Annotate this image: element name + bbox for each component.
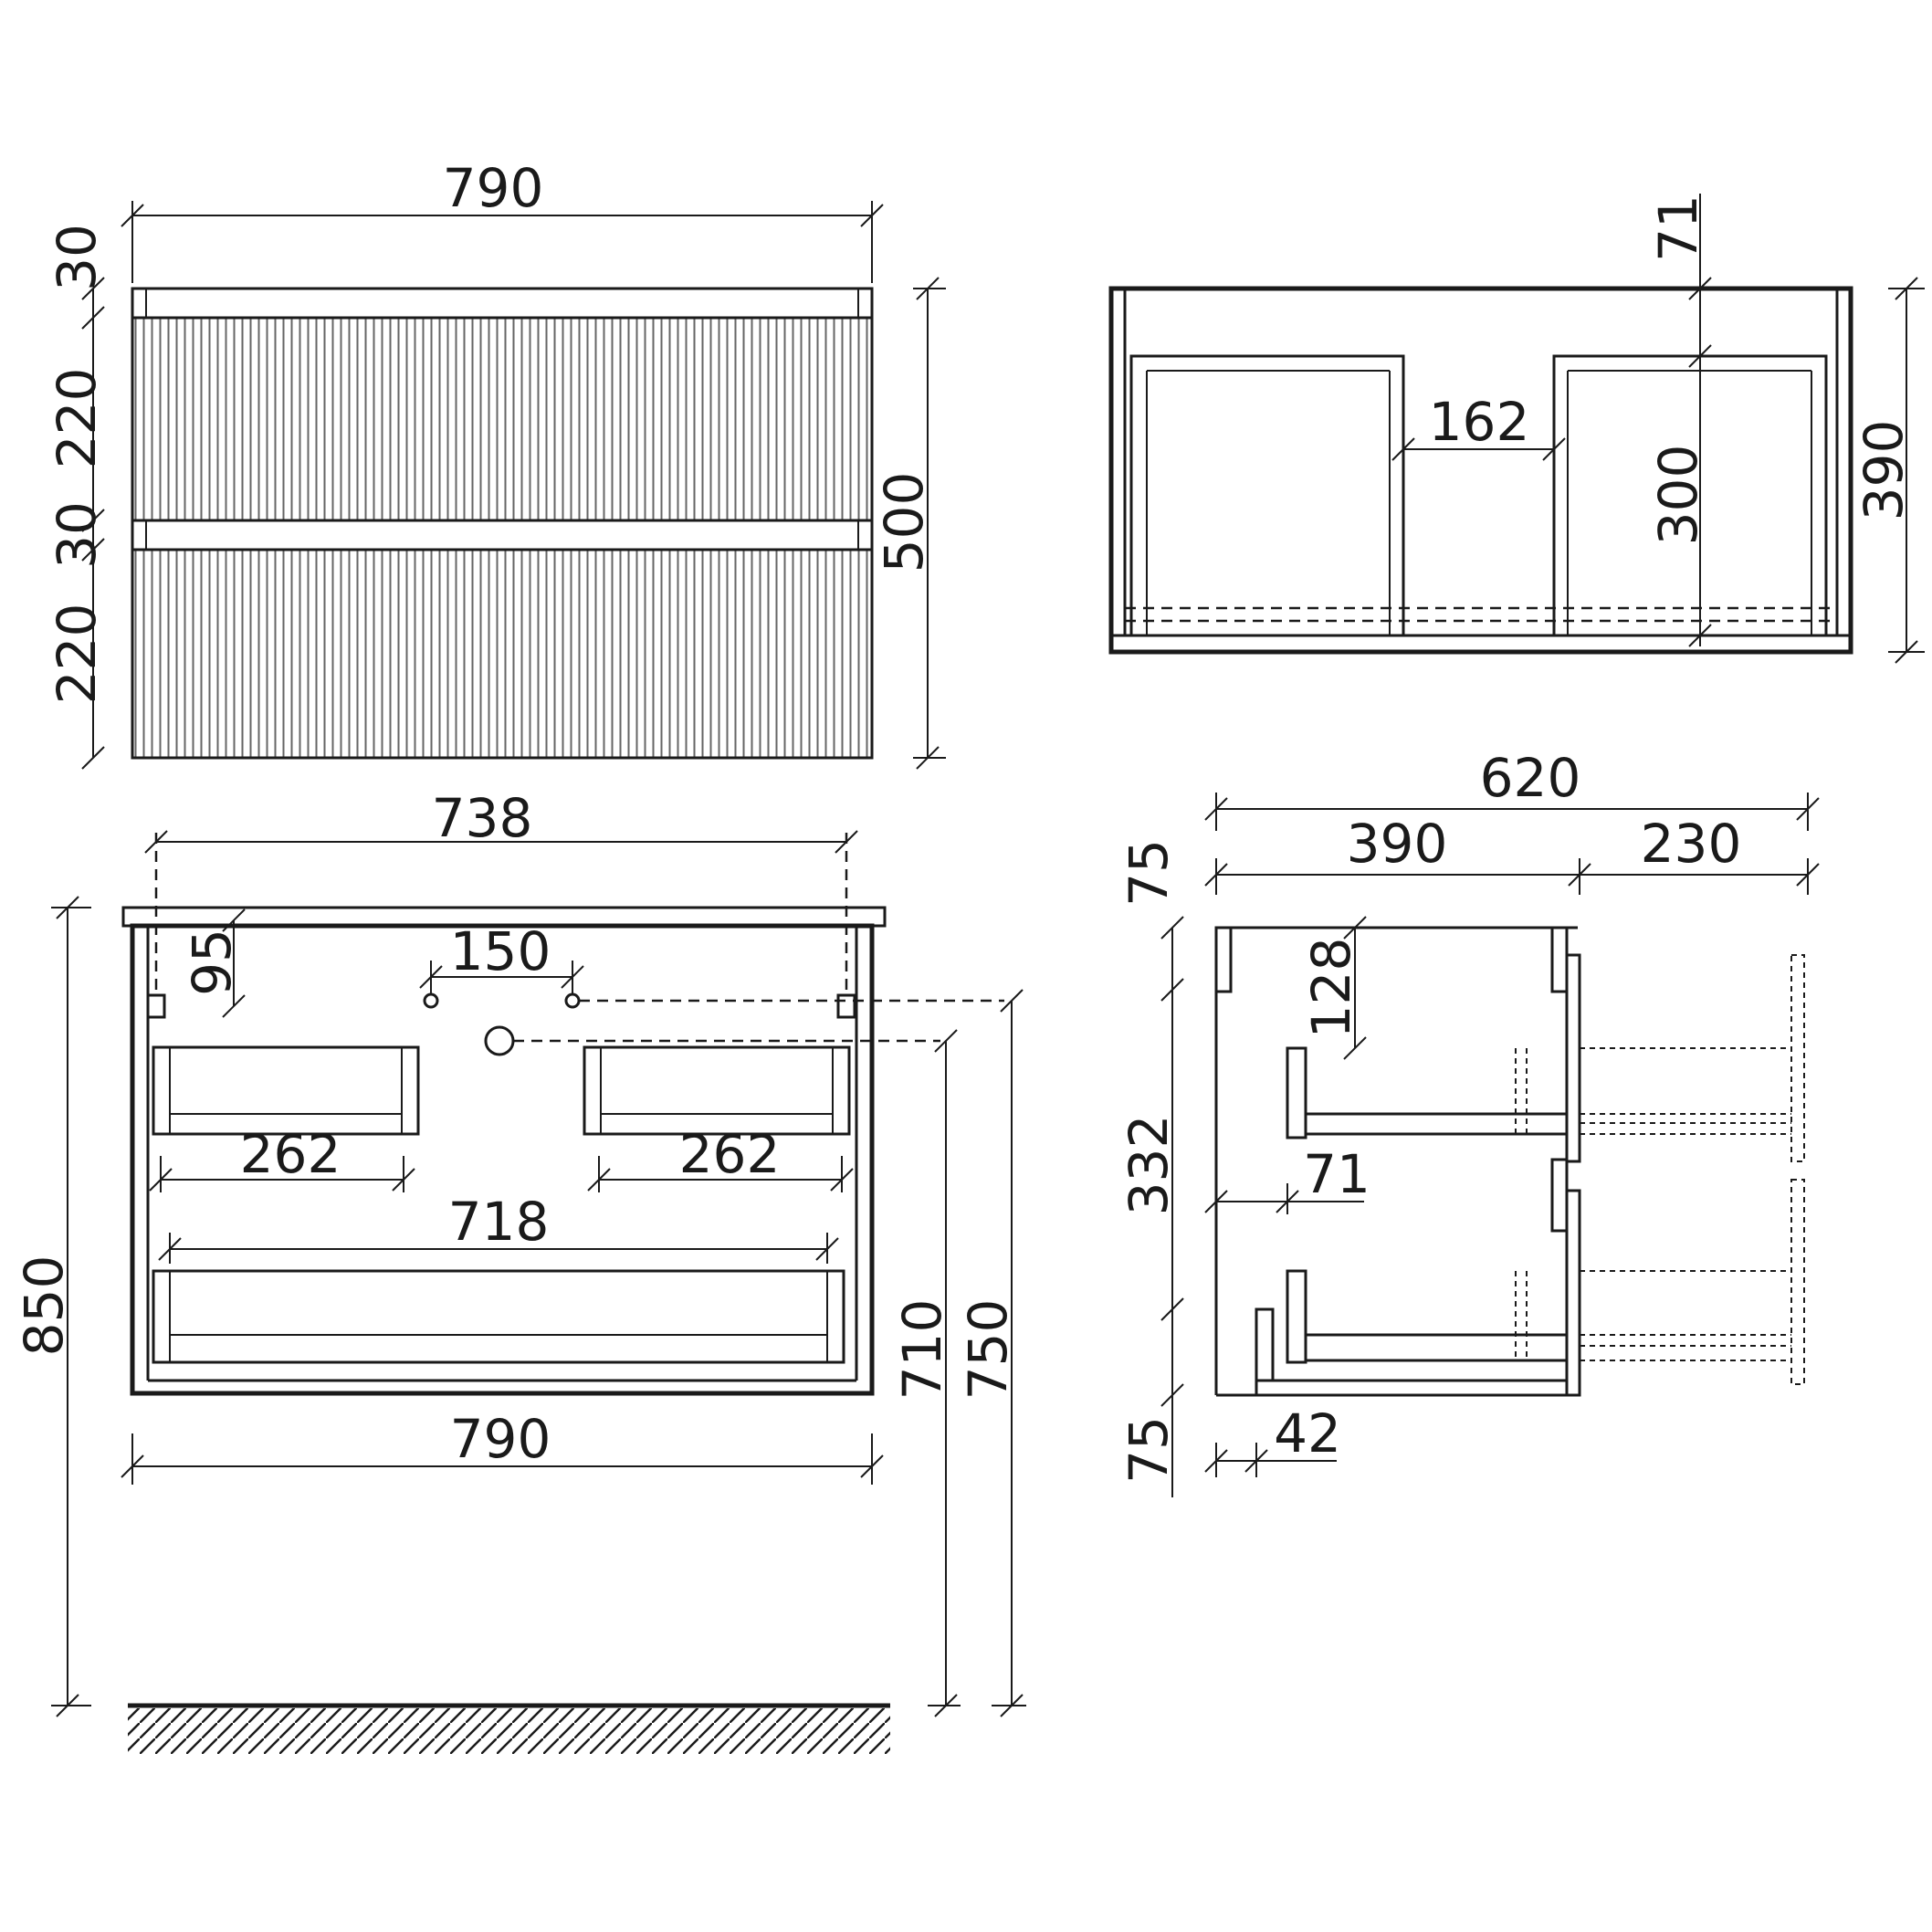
side-view: 620 390 230 128 75: [1118, 747, 1820, 1497]
front-view: 790 30 220 30 220 500: [46, 157, 946, 770]
dim-top-gap-1: 30: [46, 224, 108, 291]
dim-shelf-right-text: 262: [679, 1123, 781, 1185]
dim-rear-shelf-left: 262: [149, 1123, 415, 1192]
dim-drawer-2: 220: [46, 604, 108, 705]
dim-internal-gap-text: 162: [1429, 391, 1530, 453]
dim-side-depth-split: 390 230: [1204, 813, 1820, 895]
dim-shelf-left-text: 262: [240, 1123, 341, 1185]
dim-rear-mount-span: 738: [144, 787, 858, 997]
rear-drawer-box-left: [152, 1045, 420, 1136]
dim-bottom-shelf-text: 718: [448, 1191, 550, 1253]
dim-side-42: 42: [1204, 1402, 1341, 1477]
front-top-strip: [131, 287, 874, 320]
dim-mount-drop-text: 95: [181, 929, 243, 996]
dim-front-height: 500: [873, 277, 946, 770]
dim-drawer-1: 220: [46, 368, 108, 469]
top-drawer-right: [1552, 354, 1828, 637]
dim-front-width: 790: [121, 157, 884, 283]
dim-extension-text: 230: [1641, 813, 1742, 875]
dim-front-width-text: 790: [443, 157, 544, 219]
side-body: [1214, 926, 1581, 1397]
rear-drawer-box-bottom: [152, 1269, 845, 1364]
rear-mount-right: [836, 993, 856, 1019]
dim-rear-bottom-width: 790: [121, 1408, 884, 1485]
dim-top-75-text: 75: [1118, 839, 1180, 907]
dim-mount-span-text: 738: [432, 787, 533, 849]
dim-rear-shelf-right: 262: [587, 1123, 854, 1192]
dim-rear-floor-height: 850: [13, 896, 91, 1717]
dim-rear-750: 750: [957, 989, 1026, 1717]
dim-total-depth-text: 390: [1853, 420, 1915, 521]
dim-bottom-75-text: 75: [1118, 1416, 1180, 1484]
dim-floor-height-text: 850: [13, 1255, 75, 1357]
dim-top-gap-2: 30: [46, 501, 108, 569]
dim-front-left-stack: 30 220 30 220: [46, 224, 108, 770]
rear-hole-right: [564, 992, 581, 1009]
dim-rear-mount-drop: 95: [181, 908, 246, 1018]
dim-332-text: 332: [1118, 1115, 1180, 1216]
dim-side-total: 620: [1204, 747, 1820, 831]
front-drawer-lower: [131, 548, 874, 760]
dim-side-71: 71: [1204, 1143, 1370, 1214]
front-drawer-upper: [131, 316, 874, 522]
dim-side-128: 128: [1300, 916, 1367, 1060]
dim-rear-hole-spacing: 150: [419, 920, 584, 995]
dim-rear-offset-text: 71: [1647, 194, 1709, 262]
side-drawer-upper: [1286, 954, 1805, 1162]
rear-drawer-box-right: [583, 1045, 851, 1136]
dim-710-text: 710: [891, 1299, 953, 1401]
dim-offset-128-text: 128: [1300, 938, 1362, 1039]
top-outer-frame: [1108, 286, 1853, 655]
dim-front-height-text: 500: [873, 472, 935, 573]
dim-side-left-stack: 75 332 75: [1118, 839, 1184, 1497]
dim-750-text: 750: [957, 1299, 1019, 1401]
rear-drain-hole: [484, 1025, 515, 1056]
rear-hole-left: [423, 992, 439, 1009]
side-drawer-lower: [1286, 1179, 1805, 1385]
top-view: 71 300 162 390: [1108, 194, 1925, 664]
rear-view: 738 95 150 262 262: [13, 787, 1026, 1754]
dim-body-depth-text: 390: [1347, 813, 1448, 875]
dim-side-total-text: 620: [1480, 747, 1581, 809]
floor-line: [128, 1703, 890, 1754]
rear-carcass: [130, 923, 875, 1396]
dim-drawer-depth-text: 300: [1647, 445, 1709, 546]
rear-mount-left: [146, 993, 166, 1019]
dim-rear-bottom-shelf: 718: [158, 1191, 839, 1264]
dim-offset-42-text: 42: [1274, 1402, 1341, 1465]
top-drawer-left: [1129, 354, 1405, 637]
dim-bottom-width-text: 790: [450, 1408, 551, 1470]
dim-top-gap: 162: [1391, 391, 1566, 461]
dim-offset-71-text: 71: [1303, 1143, 1370, 1205]
dim-hole-spacing-text: 150: [450, 920, 551, 982]
front-mid-strip: [131, 519, 874, 551]
dim-top-depth: 390: [1853, 277, 1925, 664]
dim-rear-710: 710: [891, 1029, 961, 1717]
dim-top-rear: 71 300: [1647, 194, 1712, 647]
